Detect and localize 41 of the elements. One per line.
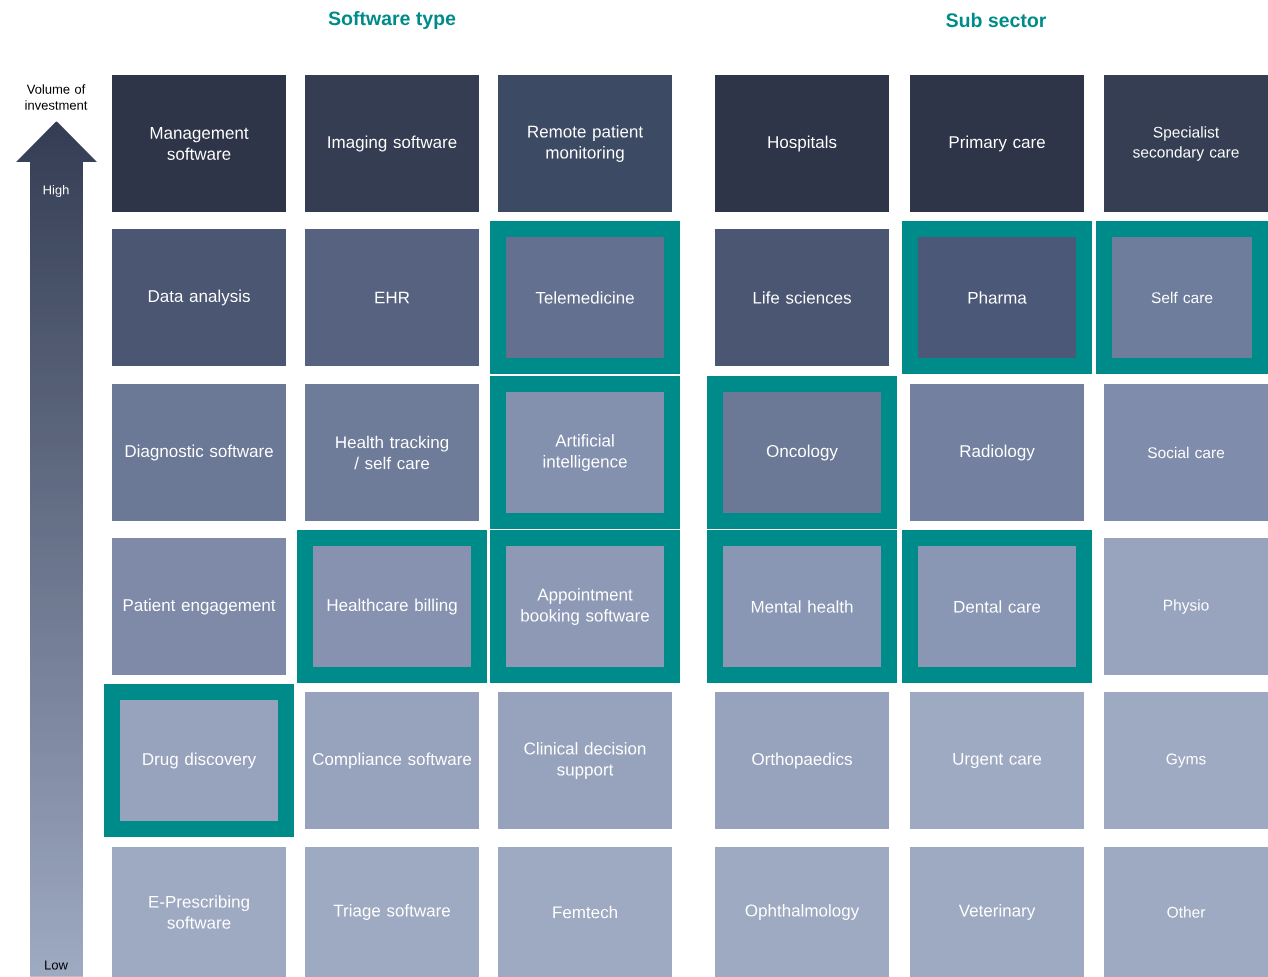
highlighted-tile: Mental health — [707, 530, 897, 683]
category-tile: Health tracking / self care — [305, 384, 479, 521]
axis-high-label: High — [43, 184, 69, 198]
category-tile: Diagnostic software — [112, 384, 286, 521]
category-tile: EHR — [305, 229, 479, 366]
section-title: Software type — [328, 10, 456, 30]
axis-title: Volume of investment — [25, 84, 88, 110]
category-tile: Triage software — [305, 847, 479, 977]
category-tile: Urgent care — [910, 692, 1084, 829]
category-tile: Data analysis — [112, 229, 286, 366]
category-tile: Radiology — [910, 384, 1084, 521]
category-tile: Physio — [1104, 538, 1268, 675]
highlighted-tile: Drug discovery — [104, 684, 294, 837]
category-tile: Gyms — [1104, 692, 1268, 829]
section-title: Sub sector — [946, 12, 1047, 28]
category-tile: Femtech — [498, 847, 672, 977]
highlighted-tile: Healthcare billing — [297, 530, 487, 683]
category-tile: Life sciences — [715, 229, 889, 366]
category-tile: Clinical decision support — [498, 692, 672, 829]
category-tile: Management software — [112, 75, 286, 212]
category-tile: Compliance software — [305, 692, 479, 829]
highlighted-tile: Telemedicine — [490, 221, 680, 374]
highlighted-tile: Pharma — [902, 221, 1092, 374]
axis-low-label: Low — [45, 960, 68, 970]
highlighted-tile: Artificial intelligence — [490, 376, 680, 529]
category-tile: Remote patient monitoring — [498, 75, 672, 212]
category-tile: Social care — [1104, 384, 1268, 521]
category-tile: Primary care — [910, 75, 1084, 212]
highlighted-tile: Dental care — [902, 530, 1092, 683]
highlighted-tile: Self care — [1096, 221, 1268, 374]
category-tile: Veterinary — [910, 847, 1084, 977]
highlighted-tile: Oncology — [707, 376, 897, 529]
category-tile: Patient engagement — [112, 538, 286, 675]
category-tile: Other — [1104, 847, 1268, 977]
highlighted-tile: Appointment booking software — [490, 530, 680, 683]
category-tile: E-Prescribing software — [112, 847, 286, 977]
category-tile: Imaging software — [305, 75, 479, 212]
category-tile: Ophthalmology — [715, 847, 889, 977]
category-tile: Hospitals — [715, 75, 889, 212]
category-tile: Orthopaedics — [715, 692, 889, 829]
category-tile: Specialist secondary care — [1104, 75, 1268, 212]
